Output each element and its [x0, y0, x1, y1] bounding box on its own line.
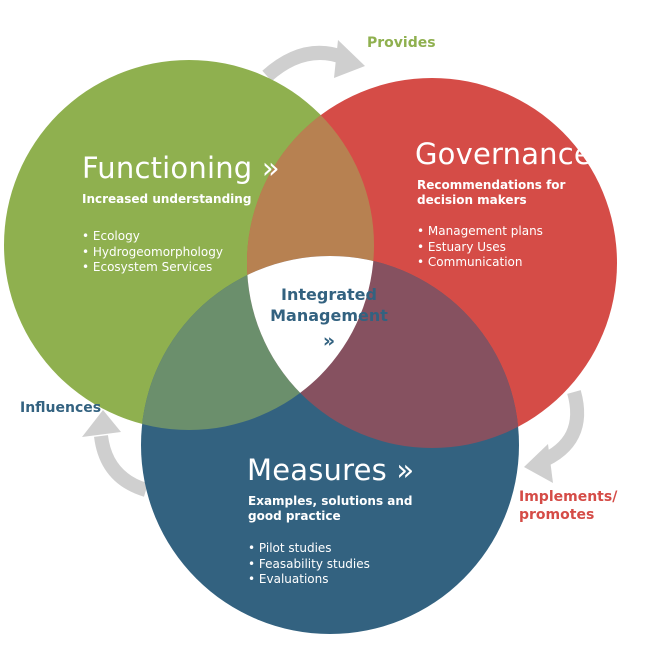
- list-item: Management plans: [417, 224, 543, 240]
- overlap-functioning-measures: [141, 256, 374, 430]
- center-line-2: Management: [270, 306, 388, 325]
- measures-title: Measures »: [247, 453, 415, 487]
- list-item: Ecology: [82, 229, 223, 245]
- provides-arrow-icon: [262, 40, 365, 82]
- measures-list: Pilot studies Feasability studies Evalua…: [248, 541, 370, 588]
- functioning-list: Ecology Hydrogeomorphology Ecosystem Ser…: [82, 229, 223, 276]
- list-item: Evaluations: [248, 572, 370, 588]
- center-label: Integrated Management »: [254, 284, 404, 352]
- list-item: Hydrogeomorphology: [82, 245, 223, 261]
- list-item: Pilot studies: [248, 541, 370, 557]
- list-item: Feasability studies: [248, 557, 370, 573]
- center-arrow-icon: »: [322, 330, 336, 352]
- list-item: Ecosystem Services: [82, 260, 223, 276]
- functioning-subtitle: Increased understanding: [82, 192, 252, 206]
- implements-label: Implements/ promotes: [519, 489, 618, 523]
- influences-label: Influences: [20, 400, 102, 416]
- measures-subtitle: Examples, solutions and good practice: [248, 494, 413, 523]
- implements-arrow-icon: [524, 390, 585, 483]
- functioning-title: Functioning »: [82, 151, 280, 185]
- influences-arrow-icon: [82, 410, 149, 497]
- governance-subtitle: Recommendations for decision makers: [417, 178, 566, 207]
- provides-label: Provides: [367, 35, 436, 51]
- governance-title: Governance »: [415, 137, 620, 171]
- center-line-1: Integrated: [281, 285, 377, 304]
- list-item: Communication: [417, 255, 543, 271]
- list-item: Estuary Uses: [417, 240, 543, 256]
- governance-list: Management plans Estuary Uses Communicat…: [417, 224, 543, 271]
